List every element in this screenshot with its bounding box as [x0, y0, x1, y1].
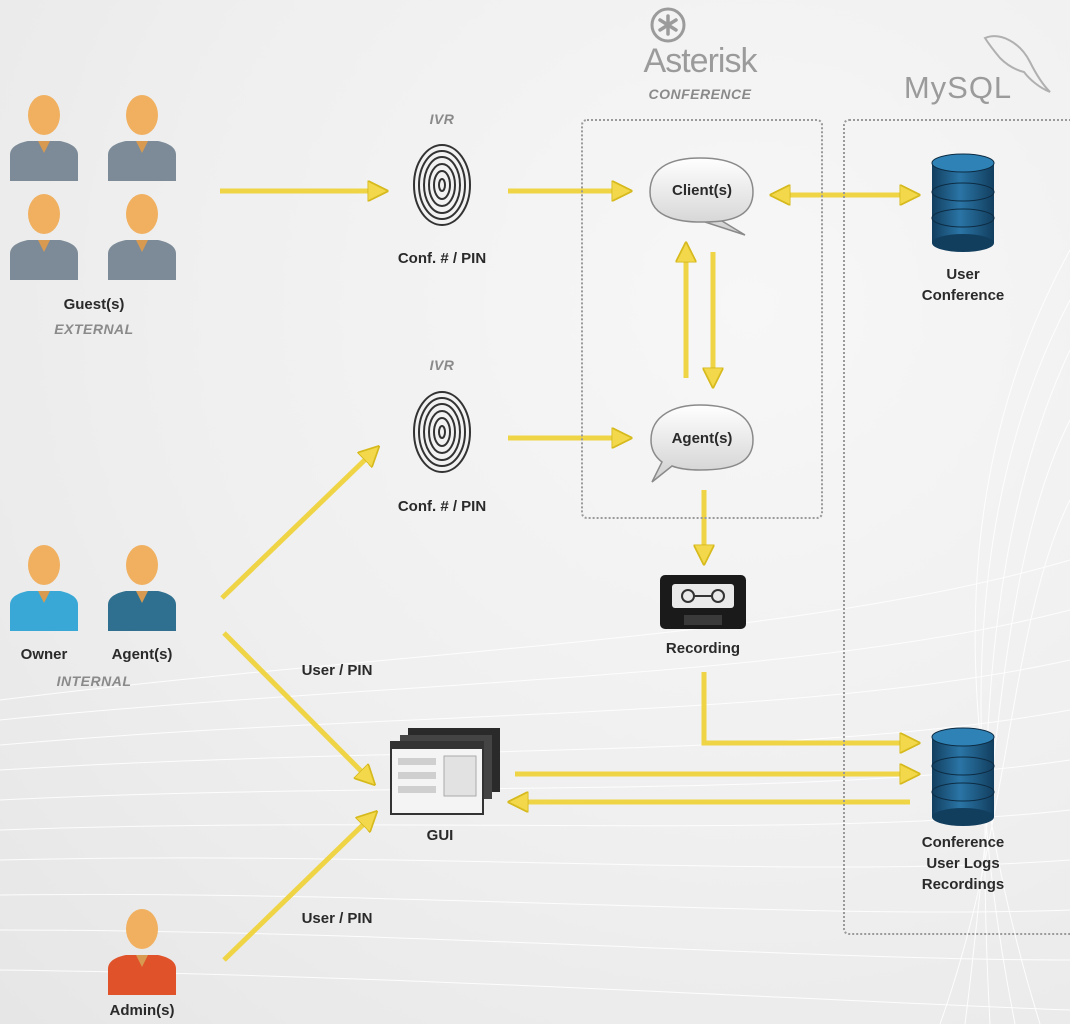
arrow-internal-to-gui	[222, 631, 368, 778]
person-icon	[108, 95, 176, 181]
person-icon	[108, 194, 176, 280]
background-swirl-lines	[0, 249, 1070, 1024]
gui-windows-icon	[390, 728, 500, 815]
guest-group	[10, 95, 176, 280]
recording-label: Recording	[665, 640, 741, 657]
db-bottom-label-line3: Recordings	[921, 876, 1005, 893]
flow-arrows	[220, 191, 910, 962]
owner-label: Owner	[20, 646, 68, 663]
person-icon	[10, 95, 78, 181]
db-top-label-line1: User	[946, 266, 980, 283]
gui-label: GUI	[426, 827, 454, 844]
cassette-icon	[660, 575, 746, 629]
edge-admin-gui-label: User / PIN	[301, 910, 373, 927]
db-top-label-line2: Conference	[921, 287, 1005, 304]
mysql-database-box	[843, 119, 1070, 935]
admin-person-icon	[108, 909, 176, 995]
agent-person-icon	[108, 545, 176, 631]
database-icon	[931, 153, 995, 252]
guests-label: Guest(s)	[63, 296, 125, 313]
asterisk-brand-name: Asterisk	[643, 42, 758, 80]
db-bottom-label-line1: Conference	[921, 834, 1005, 851]
speech-bubble-icon	[649, 157, 754, 236]
db-bottom-label-line2: User Logs	[926, 855, 1000, 872]
arrow-admin-to-gui	[222, 818, 370, 962]
admin-label: Admin(s)	[109, 1002, 175, 1019]
fingerprint-icon	[413, 144, 471, 226]
ivr-mid-label: Conf. # / PIN	[397, 498, 487, 515]
person-icon	[10, 194, 78, 280]
arrow-recording-to-db	[701, 672, 910, 743]
mysql-brand-name: MySQL	[903, 70, 1013, 105]
db-bottom-label: Conference User Logs Recordings	[892, 832, 1034, 895]
database-icon	[931, 727, 995, 826]
asterisk-brand-sub: CONFERENCE	[648, 86, 752, 102]
internal-sub: INTERNAL	[56, 673, 132, 689]
ivr-top-title: IVR	[429, 111, 455, 127]
mysql-dolphin-icon	[983, 35, 1051, 93]
owner-person-icon	[10, 545, 78, 631]
asterisk-conference-box	[581, 119, 823, 519]
asterisk-logo-icon	[650, 7, 686, 43]
ivr-top-label: Conf. # / PIN	[397, 250, 487, 267]
arrow-internal-to-ivr	[220, 453, 372, 600]
agents-internal-label: Agent(s)	[111, 646, 173, 663]
guests-sub: EXTERNAL	[54, 321, 134, 337]
db-top-label: User Conference	[898, 264, 1028, 306]
agent-bubble-label: Agent(s)	[671, 430, 733, 447]
ivr-mid-title: IVR	[429, 357, 455, 373]
speech-bubble-icon	[650, 404, 754, 483]
client-bubble-label: Client(s)	[672, 182, 732, 199]
fingerprint-icon	[413, 391, 471, 473]
edge-owner-gui-label: User / PIN	[301, 662, 373, 679]
